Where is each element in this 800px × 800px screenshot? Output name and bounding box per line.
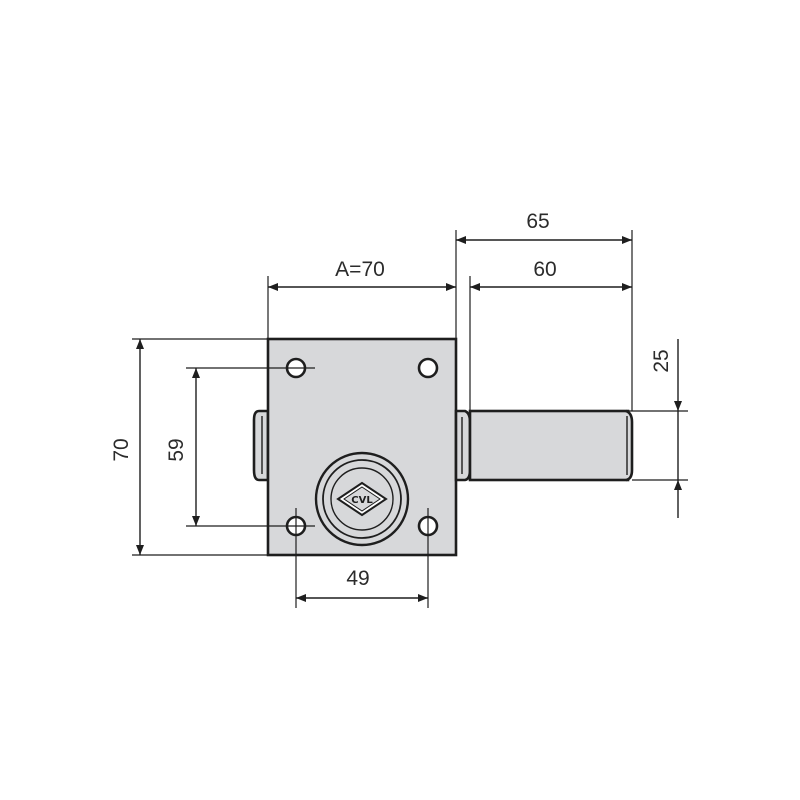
dimension-lines xyxy=(136,236,682,602)
left-mounting-tab xyxy=(252,409,270,482)
lock-cylinder xyxy=(314,451,410,547)
dim-label-49: 49 xyxy=(346,567,369,590)
logo-text: CVL xyxy=(351,495,373,506)
lock-assembly: CVL xyxy=(252,337,634,557)
dim-label-65: 65 xyxy=(526,210,549,233)
dim-label-a70: A=70 xyxy=(335,258,385,281)
dim-label-70: 70 xyxy=(110,438,133,461)
dim-label-60: 60 xyxy=(533,258,556,281)
cvl-logo: CVL xyxy=(336,481,388,517)
mounting-hole-top-right xyxy=(417,357,439,379)
bolt-collar xyxy=(454,409,472,482)
dim-label-25: 25 xyxy=(650,349,673,372)
dimension-labels: 65 60 A=70 70 59 49 25 xyxy=(110,210,673,590)
dim-label-59: 59 xyxy=(165,438,188,461)
bolt xyxy=(468,409,630,482)
